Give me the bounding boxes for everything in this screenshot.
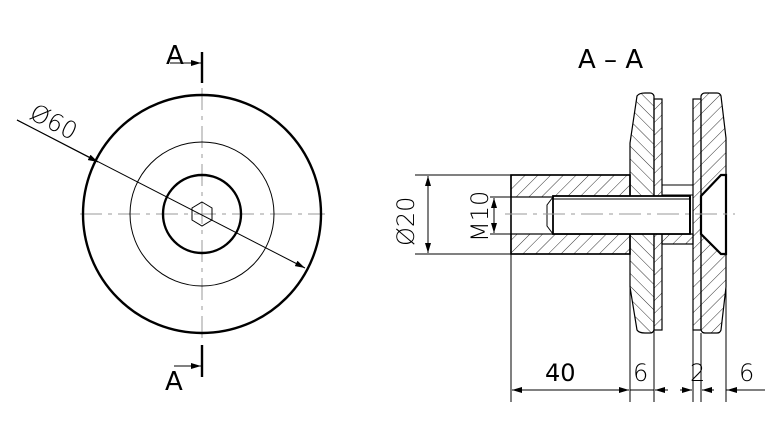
dimension-6-label: 6 [633,359,648,387]
thread-bore [511,196,554,235]
dimension-6-label-right: 6 [739,359,754,387]
section-label-bottom: A [165,367,183,397]
outer-circle [81,93,323,335]
section-title: A – A [578,45,643,75]
thread-label: M10 [466,191,494,242]
dimension-2-label: 2 [690,359,705,387]
spacer-top [661,184,694,196]
bolt-shank [552,195,691,235]
diameter-leader-arrow [16,119,99,163]
diameter-20-label: Ø20 [392,197,420,246]
dimension-40-label: 40 [545,359,576,387]
middle-circle [129,141,275,287]
inner-circle [161,173,243,255]
sleeve-top [510,174,631,198]
section-view: A – A Ø20 M10 [392,45,765,402]
sleeve-bottom [510,233,631,255]
hex-socket-icon [191,201,213,227]
extension-lines [510,254,727,402]
section-label-top: A [166,41,184,71]
spacer-bottom [661,233,694,245]
front-view: Ø60 A A [16,41,325,397]
